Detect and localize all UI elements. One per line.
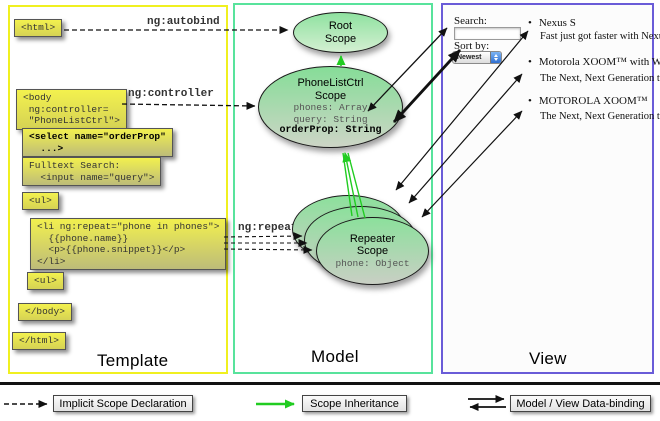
scope-prop-phones: phones: Array [293, 102, 368, 114]
phone-list-item-desc: Fast just got faster with Nexus S. [540, 31, 660, 42]
stepper-down-icon [494, 58, 498, 61]
root-scope-title: Root Scope [324, 19, 357, 45]
code-box-fulltext-search: Fulltext Search: <input name="query"> [22, 157, 162, 187]
phone-list-item-desc: The Next, Next Generation tablet. [540, 111, 660, 122]
legend-implicit-scope: Implicit Scope Declaration [53, 395, 193, 412]
phone-list-item-title: MOTOROLA XOOM™ [528, 95, 648, 107]
ng-controller-label: ng:controller [128, 88, 214, 100]
ng-repeat-label: ng:repeat [238, 222, 298, 234]
phone-list-item-title: Motorola XOOM™ with Wi-Fi [528, 56, 660, 68]
code-box-body-open: <body ng:controller= "PhoneListCtrl"> [16, 89, 127, 130]
legend-divider-rule [0, 382, 660, 385]
scope-prop-phone: phone: Object [335, 257, 410, 269]
model-column [233, 3, 433, 374]
stepper-up-icon [494, 54, 498, 57]
code-box-ul-close: <ul> [27, 272, 64, 290]
code-box-li-repeat: <li ng:repeat="phone in phones"> {{phone… [30, 218, 227, 271]
ng-autobind-label: ng:autobind [147, 16, 220, 28]
code-box-html-open: <html> [14, 19, 63, 37]
scope-prop-query: query: String [293, 113, 368, 125]
root-scope-ellipse: Root Scope [293, 12, 388, 53]
code-box-select: <select name="orderProp" ...> [22, 128, 173, 158]
phonelistctrl-scope-ellipse: PhoneListCtrl Scope phones: Array query:… [258, 66, 403, 148]
select-stepper-icon[interactable] [490, 52, 501, 63]
code-box-ul-open: <ul> [22, 192, 59, 210]
repeater-scope-title: Repeater Scope [349, 232, 396, 258]
phone-list-item-desc: The Next, Next Generation tablet. [540, 73, 660, 84]
view-column-label: View [529, 349, 567, 368]
legend-data-binding: Model / View Data-binding [510, 395, 651, 412]
phonelistctrl-scope-title: PhoneListCtrl Scope [297, 76, 364, 102]
search-label: Search: [454, 15, 487, 27]
template-column-label: Template [97, 351, 169, 370]
model-column-label: Model [311, 347, 359, 366]
phone-list-item-title: Nexus S [528, 17, 576, 29]
sort-dropdown-value: Newest [457, 54, 482, 61]
template-column [8, 5, 228, 374]
sort-dropdown[interactable]: Newest [452, 51, 502, 64]
scope-prop-orderprop: orderProp: String [279, 125, 382, 137]
legend-scope-inheritance: Scope Inheritance [302, 395, 407, 412]
repeater-scope-ellipse: Repeater Scope phone: Object [316, 217, 429, 285]
code-box-body-close: </body> [18, 303, 72, 321]
search-input[interactable] [454, 27, 521, 40]
code-box-html-close: </html> [12, 332, 66, 350]
